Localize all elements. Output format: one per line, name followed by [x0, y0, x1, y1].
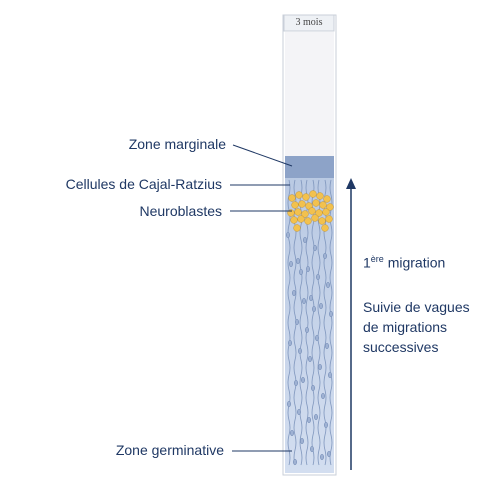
neuroblast-cell — [319, 201, 327, 209]
neuroblast-cluster — [287, 190, 334, 232]
cell-dot — [296, 408, 301, 415]
radial-fibre — [317, 179, 321, 466]
label-cajal-retzius: Cellules de Cajal-Ratzius — [65, 176, 222, 192]
migration-number: 1 — [363, 254, 371, 271]
cell-dot — [288, 260, 293, 267]
neuroblast-cell — [288, 194, 296, 202]
radial-fibre — [287, 179, 291, 466]
waves-line-2: de migrations — [363, 319, 448, 335]
cell-dot — [312, 244, 317, 251]
cell-dot — [311, 305, 316, 312]
cell-dot — [298, 268, 303, 275]
neuroblast-cell — [291, 201, 299, 209]
cell-dot — [286, 400, 291, 407]
cell-dot — [308, 294, 313, 301]
cell-dot — [324, 342, 329, 349]
cell-dot — [302, 236, 307, 243]
neuroblast-cell — [308, 207, 316, 215]
cell-dot — [294, 318, 299, 325]
neuroblast-cell — [312, 199, 320, 207]
neuroblast-cell — [294, 208, 302, 216]
waves-line-1: Suivie de vagues — [363, 299, 470, 315]
neuroblast-cell — [318, 217, 326, 225]
neuroblast-cell — [322, 208, 330, 216]
label-zone-germinative: Zone germinative — [115, 442, 224, 458]
radial-fibres — [285, 179, 333, 466]
neuroblast-cell — [326, 203, 334, 211]
neuroblast-cell — [315, 209, 323, 217]
cell-dot — [328, 310, 333, 317]
cell-dot — [295, 257, 300, 264]
migration-superscript: ère — [370, 254, 384, 264]
neuroblast-cell — [316, 192, 324, 200]
cell-dot — [300, 376, 305, 383]
cell-dot — [307, 355, 312, 362]
cell-dot — [304, 326, 309, 333]
cell-dot — [306, 416, 311, 423]
cell-dot — [301, 297, 306, 304]
cell-dot — [317, 363, 322, 370]
migration-text: migration — [383, 254, 446, 271]
cell-dot — [314, 334, 319, 341]
radial-fibre — [329, 179, 333, 466]
migration-arrow-head — [346, 178, 356, 189]
neuroblast-cell — [290, 216, 298, 224]
empty-upper-region — [285, 32, 334, 156]
cell-dot — [322, 252, 327, 259]
neuroblast-cell — [298, 200, 306, 208]
cell-dot — [297, 347, 302, 354]
neuroblast-cell — [309, 190, 317, 198]
cell-dot — [313, 413, 318, 420]
marginal-zone-band — [285, 156, 334, 178]
neuroblast-cell — [304, 217, 312, 225]
cell-dot — [326, 450, 331, 457]
neuroblast-cell — [302, 193, 310, 201]
cell-dot — [285, 231, 290, 238]
age-label: 3 mois — [295, 17, 323, 28]
cell-dot — [325, 281, 330, 288]
cell-dot — [315, 273, 320, 280]
neuroblast-cell — [325, 215, 333, 223]
label-zone-marginale: Zone marginale — [128, 136, 226, 152]
leader-zone-marginale — [232, 144, 293, 167]
radial-fibre — [299, 179, 303, 466]
cell-dot — [287, 339, 292, 346]
age-tab-background — [283, 14, 335, 32]
cell-dot — [293, 379, 298, 386]
neuroblast-cell — [301, 210, 309, 218]
neuroblast-cell — [297, 215, 305, 223]
neuroblast-cell — [321, 224, 329, 232]
cell-dot — [320, 392, 325, 399]
cell-dot — [323, 421, 328, 428]
radial-fibre — [311, 179, 315, 466]
label-waves: Suivie de vagues de migrations successiv… — [363, 297, 470, 357]
cell-dot — [291, 289, 296, 296]
waves-line-3: successives — [363, 339, 439, 355]
cell-dot — [319, 453, 324, 460]
cell-dot — [327, 371, 332, 378]
neuroblast-cell — [295, 191, 303, 199]
label-neuroblastes: Neuroblastes — [139, 203, 223, 219]
cell-dot — [318, 302, 323, 309]
cell-dot — [310, 384, 315, 391]
cell-dot — [305, 265, 310, 272]
cell-dot — [299, 437, 304, 444]
neuroblast-cell — [311, 214, 319, 222]
cell-dot — [292, 458, 297, 465]
label-first-migration: 1ère migration — [363, 254, 445, 271]
cell-dot — [289, 429, 294, 436]
cell-dot — [309, 445, 314, 452]
neuroblast-cell — [293, 224, 301, 232]
neuroblast-cell — [323, 195, 331, 203]
